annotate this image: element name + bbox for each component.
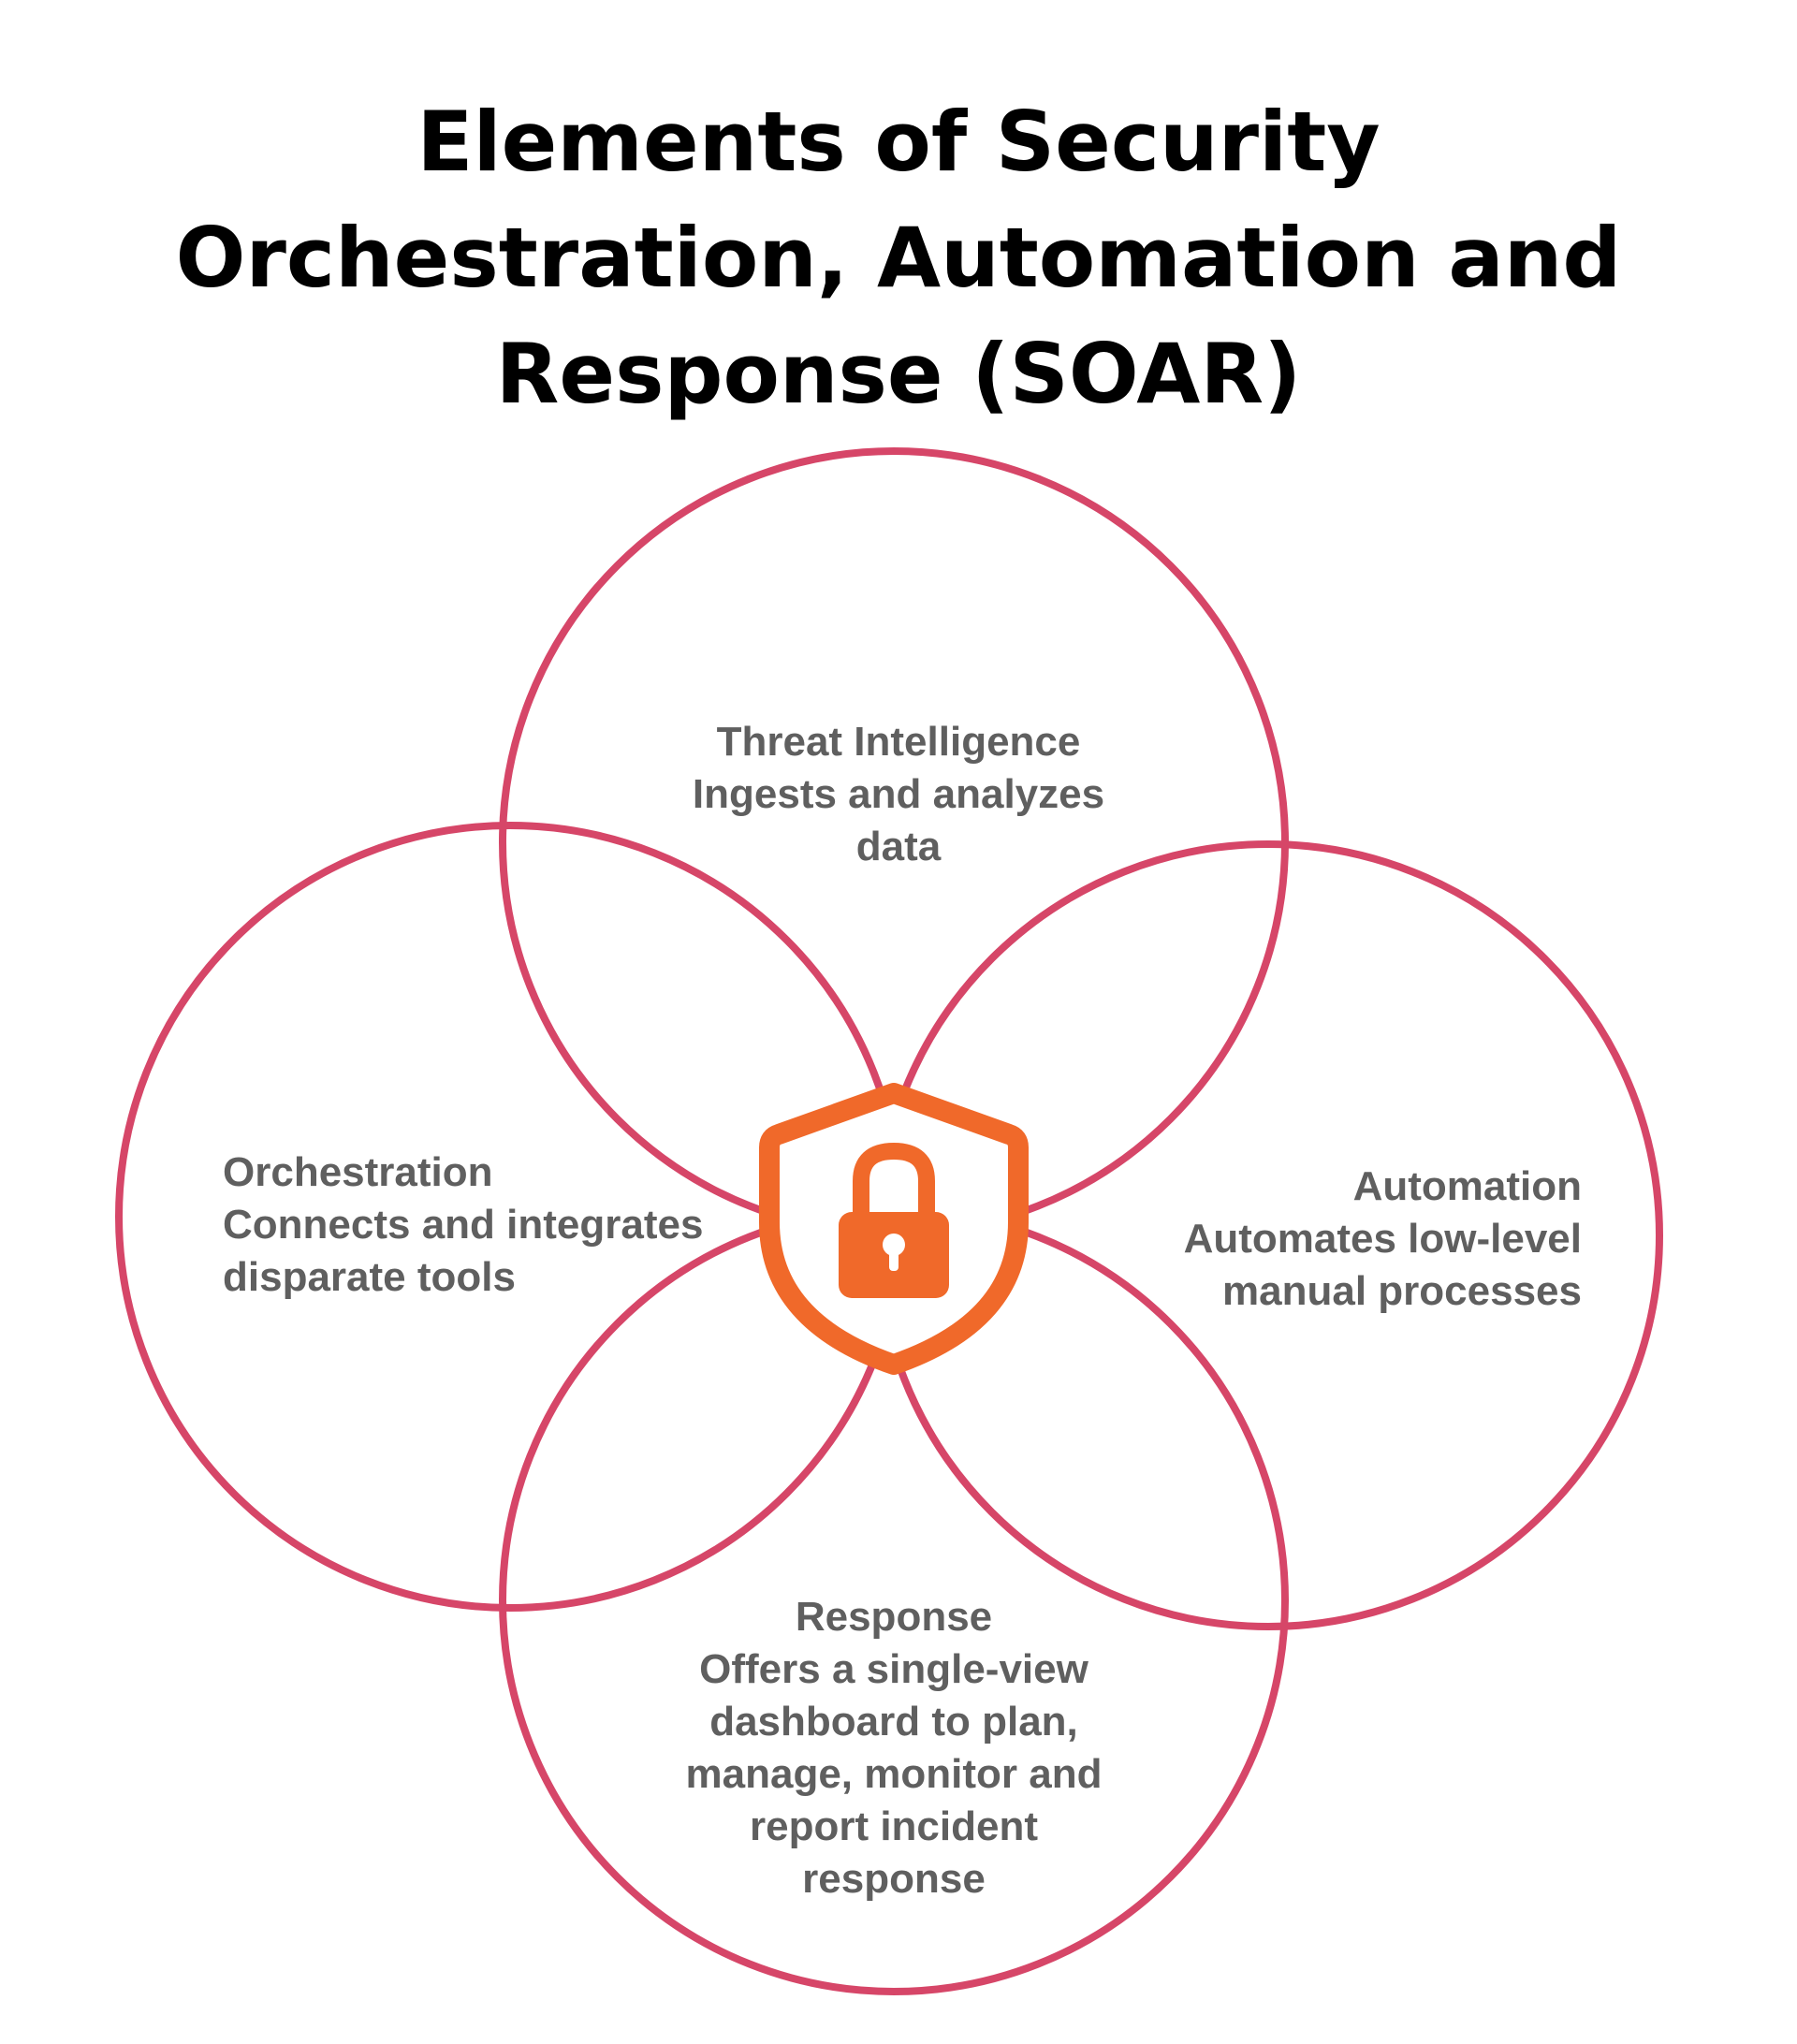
element-desc-line: manual processes — [1222, 1268, 1582, 1314]
element-desc-line: dashboard to plan, — [709, 1699, 1078, 1745]
element-desc-line: Connects and integrates — [223, 1202, 704, 1248]
title-line-3: Response (SOAR) — [495, 326, 1302, 422]
page-title: Elements of Security Orchestration, Auto… — [0, 84, 1797, 432]
element-title: Orchestration — [223, 1149, 493, 1195]
label-response: Response Offers a single-view dashboard … — [613, 1591, 1175, 1905]
title-line-1: Elements of Security — [416, 94, 1381, 190]
element-desc-line: disparate tools — [223, 1254, 516, 1300]
element-desc-line: response — [802, 1856, 986, 1902]
label-threat-intelligence: Threat Intelligence Ingests and analyzes… — [618, 716, 1179, 873]
keyhole-slot — [889, 1248, 898, 1271]
element-desc-line: Offers a single-view — [699, 1646, 1088, 1692]
lock-shackle — [853, 1142, 935, 1225]
element-title: Response — [795, 1594, 993, 1640]
element-desc-line: data — [855, 824, 942, 869]
keyhole — [883, 1234, 905, 1256]
element-desc-line: report incident — [749, 1803, 1039, 1849]
element-title: Automation — [1352, 1163, 1582, 1209]
element-title: Threat Intelligence — [716, 719, 1081, 765]
title-line-2: Orchestration, Automation and — [175, 210, 1622, 306]
label-orchestration: Orchestration Connects and integrates di… — [223, 1146, 784, 1304]
label-automation: Automation Automates low-level manual pr… — [1020, 1161, 1582, 1318]
shield-lock-icon — [759, 1083, 1029, 1375]
element-desc-line: Ingests and analyzes — [692, 771, 1105, 817]
element-desc-line: Automates low-level — [1183, 1216, 1582, 1262]
element-desc-line: manage, monitor and — [685, 1751, 1103, 1797]
